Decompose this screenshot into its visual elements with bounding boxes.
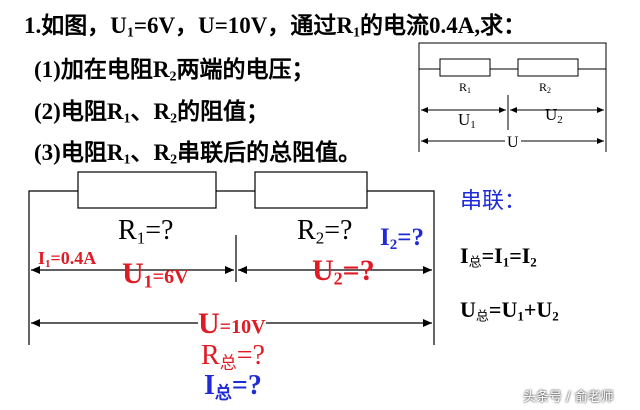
label-u1: U1=6V [122,257,189,293]
text: U [458,110,471,129]
subscript: 1 [502,254,510,270]
small-arrowheads [421,107,604,144]
text: R [118,215,137,246]
subscript: 2 [530,254,537,270]
text: =I [481,243,503,268]
label-i1: I1=0.4A [38,248,96,270]
text: =6V，U=10V，通过R [133,13,354,38]
subscript: 2 [557,113,563,126]
text: =0.4A [50,248,97,268]
small-label-u: U [505,134,521,152]
text: 、R [130,140,171,165]
label-i2-question: I2=? [380,224,424,254]
text: U [122,257,144,290]
text: =? [324,215,353,246]
subscript: 2 [315,228,325,248]
subscript: 1 [517,308,524,324]
text: =? [145,215,174,246]
text: 的阻值； [177,99,270,124]
text: =? [236,340,265,371]
text: 串联： [460,189,527,214]
text: (2)电阻R [34,99,124,124]
text: I [38,248,46,268]
text: 头条号 / 俞老师 [523,390,614,405]
text: R [297,215,316,246]
text: U [312,254,334,287]
large-wire-right [367,190,435,345]
subscript: 1 [353,25,361,41]
text: U [545,105,558,124]
label-r-total-question: R总=? [201,340,265,373]
large-arrowheads [31,266,432,327]
question-line-4: (3)电阻R1、R2串联后的总阻值。 [34,133,361,169]
subscript: 1 [470,118,476,131]
text: =? [231,370,262,401]
text: (3)电阻R [34,140,124,165]
subscript: 2 [552,308,559,324]
subscript: 1 [136,228,146,248]
small-label-r1: R1 [459,80,471,95]
subscript: 2 [333,268,343,289]
text: I [460,243,469,268]
small-wire-top [418,42,607,69]
series-title: 串联： [460,183,526,215]
text: I [380,224,390,251]
small-resistor-r2 [517,58,579,77]
small-label-r2: R2 [539,80,551,95]
watermark: 头条号 / 俞老师 [523,386,614,405]
text: =6V [152,266,189,288]
text: =U [488,297,518,322]
subscript: 总 [468,254,482,270]
text: R [539,80,548,94]
question-line-3: (2)电阻R1、R2的阻值； [34,92,269,128]
text: 两端的电压； [176,57,315,82]
subscript: 1 [45,257,51,270]
question-line-2: (1)加在电阻R2两端的电压； [34,50,314,86]
text: R [459,80,468,94]
text: U [198,307,220,340]
text: +U [523,297,553,322]
small-label-u1: U1 [458,110,476,131]
subscript: 2 [169,69,177,85]
subscript: 1 [123,152,131,168]
text: =? [342,254,375,287]
label-u-total: U=10V [198,307,266,341]
subscript: 1 [143,271,153,292]
text: 、R [130,99,171,124]
text: (1)加在电阻R [34,57,170,82]
small-label-u2: U2 [545,105,563,126]
subscript: 2 [547,86,552,95]
text: 的电流0.4A,求： [360,13,527,38]
subscript: 总 [475,308,489,324]
label-i-total-question: I总=? [204,370,262,403]
large-resistor-r1 [77,171,217,209]
large-resistor-r2 [254,171,368,209]
subscript: 2 [170,111,178,127]
text: =I [509,243,531,268]
subscript: 总 [214,383,232,403]
subscript: 1 [123,111,131,127]
text: 1.如图，U [24,13,127,38]
subscript: 2 [389,236,398,253]
series-rule-current: I总=I1=I2 [460,243,537,270]
subscript: 1 [467,86,472,95]
small-resistor-r1 [439,58,491,77]
series-rule-voltage: U总=U1+U2 [460,297,559,324]
subscript: 2 [170,152,178,168]
subscript: 总 [219,353,237,373]
text: I [204,370,215,401]
text: U [460,297,476,322]
question-line-1: 1.如图，U1=6V，U=10V，通过R1的电流0.4A,求： [24,6,526,42]
label-u2-question: U2=? [312,254,375,290]
text: =10V [219,316,266,338]
label-r2-question: R2=? [297,215,352,248]
text: U [507,134,519,151]
text: R [201,340,220,371]
text: 串联后的总阻值。 [177,140,362,165]
subscript: 1 [126,25,134,41]
text: =? [397,224,424,251]
large-wire-left [28,190,78,345]
label-r1-question: R1=? [118,215,173,248]
